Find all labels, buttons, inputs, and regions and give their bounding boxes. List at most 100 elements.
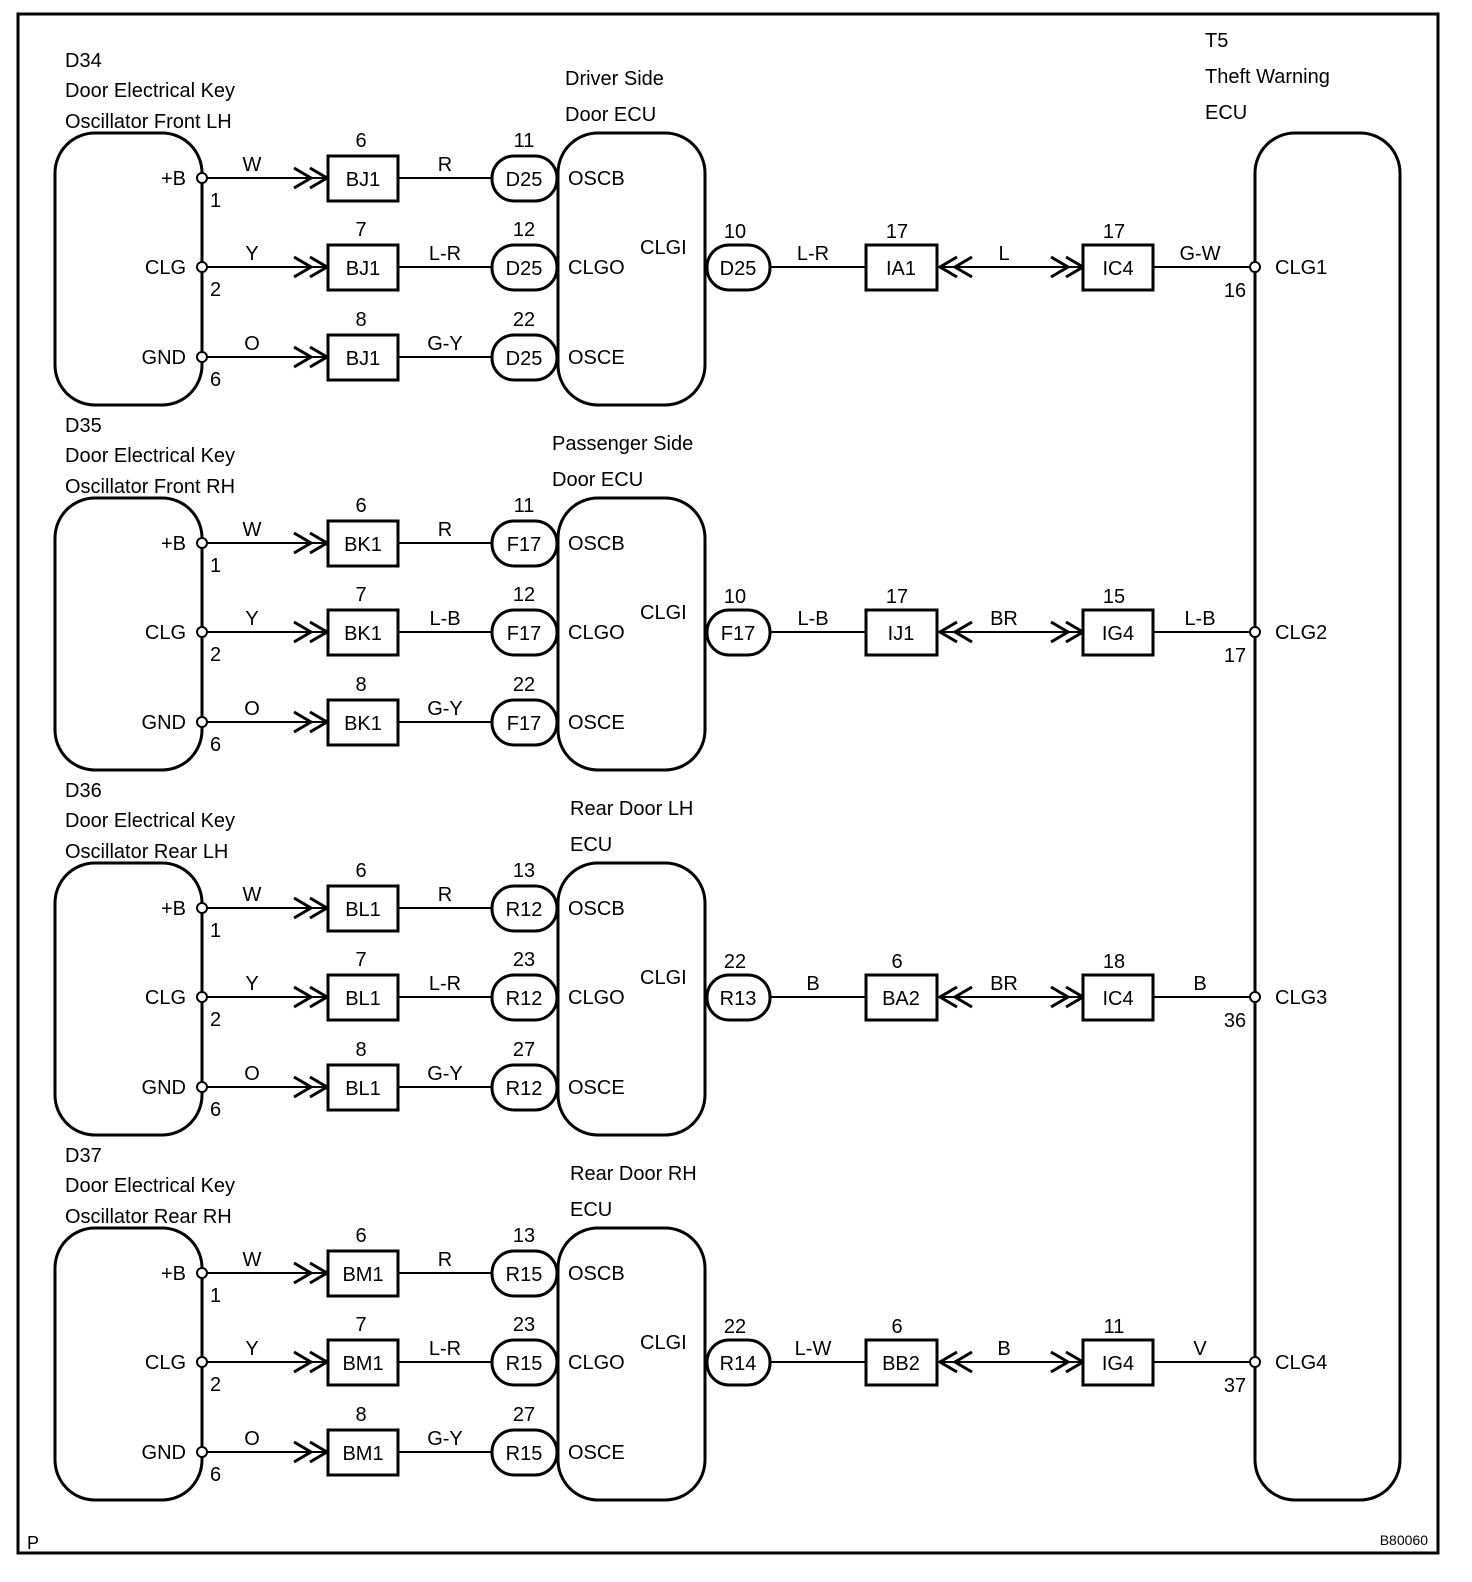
terminal-pin-icon bbox=[196, 1267, 208, 1279]
wire-color-label: G-Y bbox=[427, 698, 463, 720]
wire-color-label: Y bbox=[245, 1338, 258, 1360]
ecu-connector-pin-number: 27 bbox=[513, 1404, 535, 1426]
junction-pin-number: 17 bbox=[1103, 221, 1125, 243]
wire-color-label: L-R bbox=[797, 243, 829, 265]
wire-color-label: W bbox=[243, 154, 262, 176]
figure-number: B80060 bbox=[1380, 1532, 1428, 1548]
arrow-left-icon bbox=[952, 985, 973, 1009]
wire-color-label: L-B bbox=[429, 608, 460, 630]
ecu-connector-code: F17 bbox=[507, 534, 541, 556]
junction-pin-number: 8 bbox=[355, 1039, 366, 1061]
arrow-left-icon bbox=[952, 620, 973, 644]
junction-connector-code: IC4 bbox=[1102, 988, 1133, 1010]
oscillator-terminal-label: CLG bbox=[145, 622, 186, 644]
wire-color-label: BR bbox=[990, 973, 1018, 995]
door-ecu-name: ECU bbox=[570, 834, 612, 856]
theft-warning-ecu-name: Theft Warning bbox=[1205, 66, 1330, 88]
junction-pin-number: 18 bbox=[1103, 951, 1125, 973]
footer-code: P bbox=[27, 1533, 39, 1553]
door-ecu-output-terminal: CLGI bbox=[640, 967, 687, 989]
wire-color-label: G-W bbox=[1179, 243, 1220, 265]
door-ecu-name: Rear Door RH bbox=[570, 1163, 697, 1185]
junction-connector bbox=[864, 1338, 939, 1387]
ecu-connector-code: D25 bbox=[720, 258, 757, 280]
junction-connector-code: IG4 bbox=[1102, 1353, 1134, 1375]
junction-connector-code: BL1 bbox=[345, 1078, 381, 1100]
wire-color-label: B bbox=[806, 973, 819, 995]
ecu-terminal-label: OSCE bbox=[568, 1077, 625, 1099]
junction-pin-number: 11 bbox=[1104, 1316, 1125, 1338]
terminal-pin-icon bbox=[1249, 991, 1261, 1003]
diagram-frame bbox=[16, 12, 1440, 1555]
ecu-connector bbox=[490, 519, 559, 568]
wire-color-label: BR bbox=[990, 608, 1018, 630]
oscillator-pin-number: 6 bbox=[210, 369, 221, 391]
ecu-connector bbox=[490, 973, 559, 1022]
arrow-right-icon bbox=[1050, 1350, 1071, 1374]
door-ecu-output-terminal: CLGI bbox=[640, 1332, 687, 1354]
oscillator-terminal-label: CLG bbox=[145, 987, 186, 1009]
arrow-right-icon bbox=[293, 985, 314, 1009]
arrow-left-icon bbox=[937, 255, 958, 279]
junction-pin-number: 15 bbox=[1103, 586, 1125, 608]
door-ecu-name: ECU bbox=[570, 1199, 612, 1221]
junction-connector-code: BK1 bbox=[344, 623, 382, 645]
wire-color-label: O bbox=[244, 1428, 260, 1450]
oscillator-pin-number: 1 bbox=[210, 190, 221, 212]
oscillator-name: Door Electrical Key bbox=[65, 80, 235, 102]
theft-warning-ecu-code: T5 bbox=[1205, 30, 1228, 52]
door-ecu-name: Passenger Side bbox=[552, 433, 693, 455]
wire-color-label: W bbox=[243, 519, 262, 541]
ecu-connector bbox=[490, 1249, 559, 1298]
oscillator-terminal-label: +B bbox=[161, 898, 186, 920]
terminal-pin-icon bbox=[196, 537, 208, 549]
door-ecu-output-terminal: CLGI bbox=[640, 237, 687, 259]
oscillator-terminal-label: CLG bbox=[145, 1352, 186, 1374]
theft-warning-ecu-terminal-label: CLG2 bbox=[1275, 622, 1327, 644]
wire-color-label: L-B bbox=[1184, 608, 1215, 630]
terminal-pin-icon bbox=[196, 1356, 208, 1368]
ecu-connector bbox=[490, 243, 559, 292]
oscillator-pin-number: 6 bbox=[210, 734, 221, 756]
oscillator-pin-number: 1 bbox=[210, 555, 221, 577]
junction-connector-code: BB2 bbox=[882, 1353, 920, 1375]
ecu-terminal-label: CLGO bbox=[568, 987, 625, 1009]
junction-pin-number: 6 bbox=[355, 860, 366, 882]
wire-color-label: L-R bbox=[429, 243, 461, 265]
wire-color-label: R bbox=[438, 154, 452, 176]
ecu-terminal-label: OSCE bbox=[568, 712, 625, 734]
junction-connector-code: BK1 bbox=[344, 713, 382, 735]
theft-warning-ecu-terminal-label: CLG4 bbox=[1275, 1352, 1327, 1374]
ecu-connector-code: R15 bbox=[506, 1443, 543, 1465]
ecu-terminal-label: CLGO bbox=[568, 257, 625, 279]
junction-connector bbox=[864, 973, 939, 1022]
wire-color-label: W bbox=[243, 884, 262, 906]
junction-connector-code: BA2 bbox=[882, 988, 920, 1010]
terminal-pin-icon bbox=[196, 351, 208, 363]
junction-pin-number: 17 bbox=[886, 221, 908, 243]
arrow-left-icon bbox=[937, 1350, 958, 1374]
oscillator-pin-number: 2 bbox=[210, 644, 221, 666]
arrow-right-icon bbox=[293, 710, 314, 734]
arrow-left-icon bbox=[952, 255, 973, 279]
junction-pin-number: 6 bbox=[891, 1316, 902, 1338]
ecu-connector bbox=[490, 1428, 559, 1477]
ecu-connector-pin-number: 12 bbox=[513, 219, 535, 241]
oscillator-terminal-label: +B bbox=[161, 1263, 186, 1285]
door-ecu-name: Door ECU bbox=[552, 469, 643, 491]
arrow-right-icon bbox=[293, 1075, 314, 1099]
oscillator-terminal-label: CLG bbox=[145, 257, 186, 279]
junction-pin-number: 8 bbox=[355, 674, 366, 696]
terminal-pin-icon bbox=[196, 261, 208, 273]
